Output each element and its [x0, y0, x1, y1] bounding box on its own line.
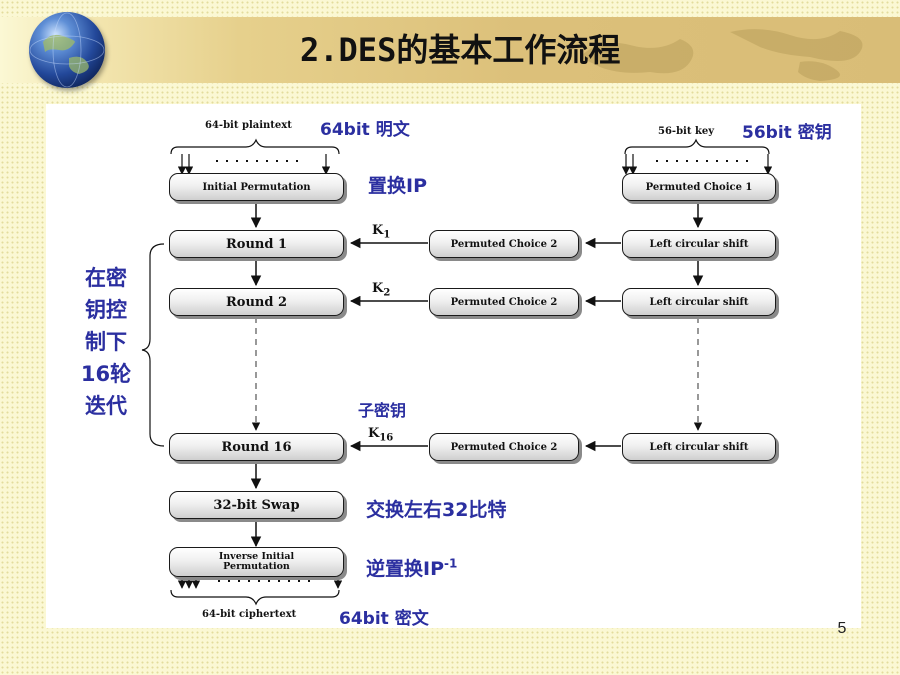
permuted-choice-1-box: Permuted Choice 1 — [622, 173, 776, 201]
round-2-box: Round 2 — [169, 288, 344, 316]
round-16-key-label: K16 — [368, 426, 394, 444]
plaintext-label: 64-bit plaintext — [205, 120, 292, 131]
round-16-box: Round 16 — [169, 433, 344, 461]
inverse-ip-line2: Permutation — [223, 561, 290, 572]
round-2-key-label: K2 — [372, 281, 391, 299]
initial-permutation-note: 置换IP — [368, 175, 427, 197]
round-2-shift-box: Left circular shift — [622, 288, 776, 316]
ciphertext-brace — [170, 589, 340, 606]
slide-title: 2.DES的基本工作流程 — [300, 31, 621, 69]
side-note-line: 16轮 — [80, 362, 132, 386]
round-1-box: Round 1 — [169, 230, 344, 258]
round-1-pc2-box: Permuted Choice 2 — [429, 230, 579, 258]
page-number: 5 — [837, 620, 847, 637]
des-flow-diagram: 64-bit plaintext 64bit 明文 56-bit key 56b… — [46, 104, 861, 629]
inverse-ip-note: 逆置换IP-1 — [366, 556, 458, 580]
key-note: 56bit 密钥 — [742, 123, 832, 143]
inverse-ip-line1: Inverse Initial — [218, 551, 295, 562]
plaintext-note: 64bit 明文 — [320, 120, 410, 140]
key-label: 56-bit key — [658, 126, 715, 137]
subkey-note: 子密钥 — [358, 401, 407, 420]
swap-note: 交换左右32比特 — [366, 499, 507, 521]
swap-box: 32-bit Swap — [169, 491, 344, 519]
globe-icon — [29, 12, 105, 88]
round-2-pc2-box: Permuted Choice 2 — [429, 288, 579, 316]
ciphertext-note: 64bit 密文 — [339, 609, 429, 629]
round-1-shift-box: Left circular shift — [622, 230, 776, 258]
side-note-line: 迭代 — [85, 394, 127, 418]
round-16-shift-box: Left circular shift — [622, 433, 776, 461]
title-band — [0, 17, 900, 83]
initial-permutation-box: Initial Permutation — [169, 173, 344, 201]
rounds-bracket — [141, 243, 165, 447]
diagram-connectors — [141, 138, 773, 606]
side-note: 在密 钥控 制下 16轮 迭代 — [78, 262, 134, 422]
ciphertext-label: 64-bit ciphertext — [202, 609, 297, 620]
side-note-line: 制下 — [85, 330, 127, 354]
round-1-key-label: K1 — [372, 223, 391, 241]
side-note-line: 在密 — [85, 266, 127, 290]
side-note-line: 钥控 — [85, 298, 127, 322]
plaintext-brace — [170, 138, 340, 155]
key-brace — [624, 138, 770, 155]
round-16-pc2-box: Permuted Choice 2 — [429, 433, 579, 461]
inverse-ip-box: Inverse Initial Permutation — [169, 547, 344, 577]
world-map-decoration — [580, 29, 863, 81]
